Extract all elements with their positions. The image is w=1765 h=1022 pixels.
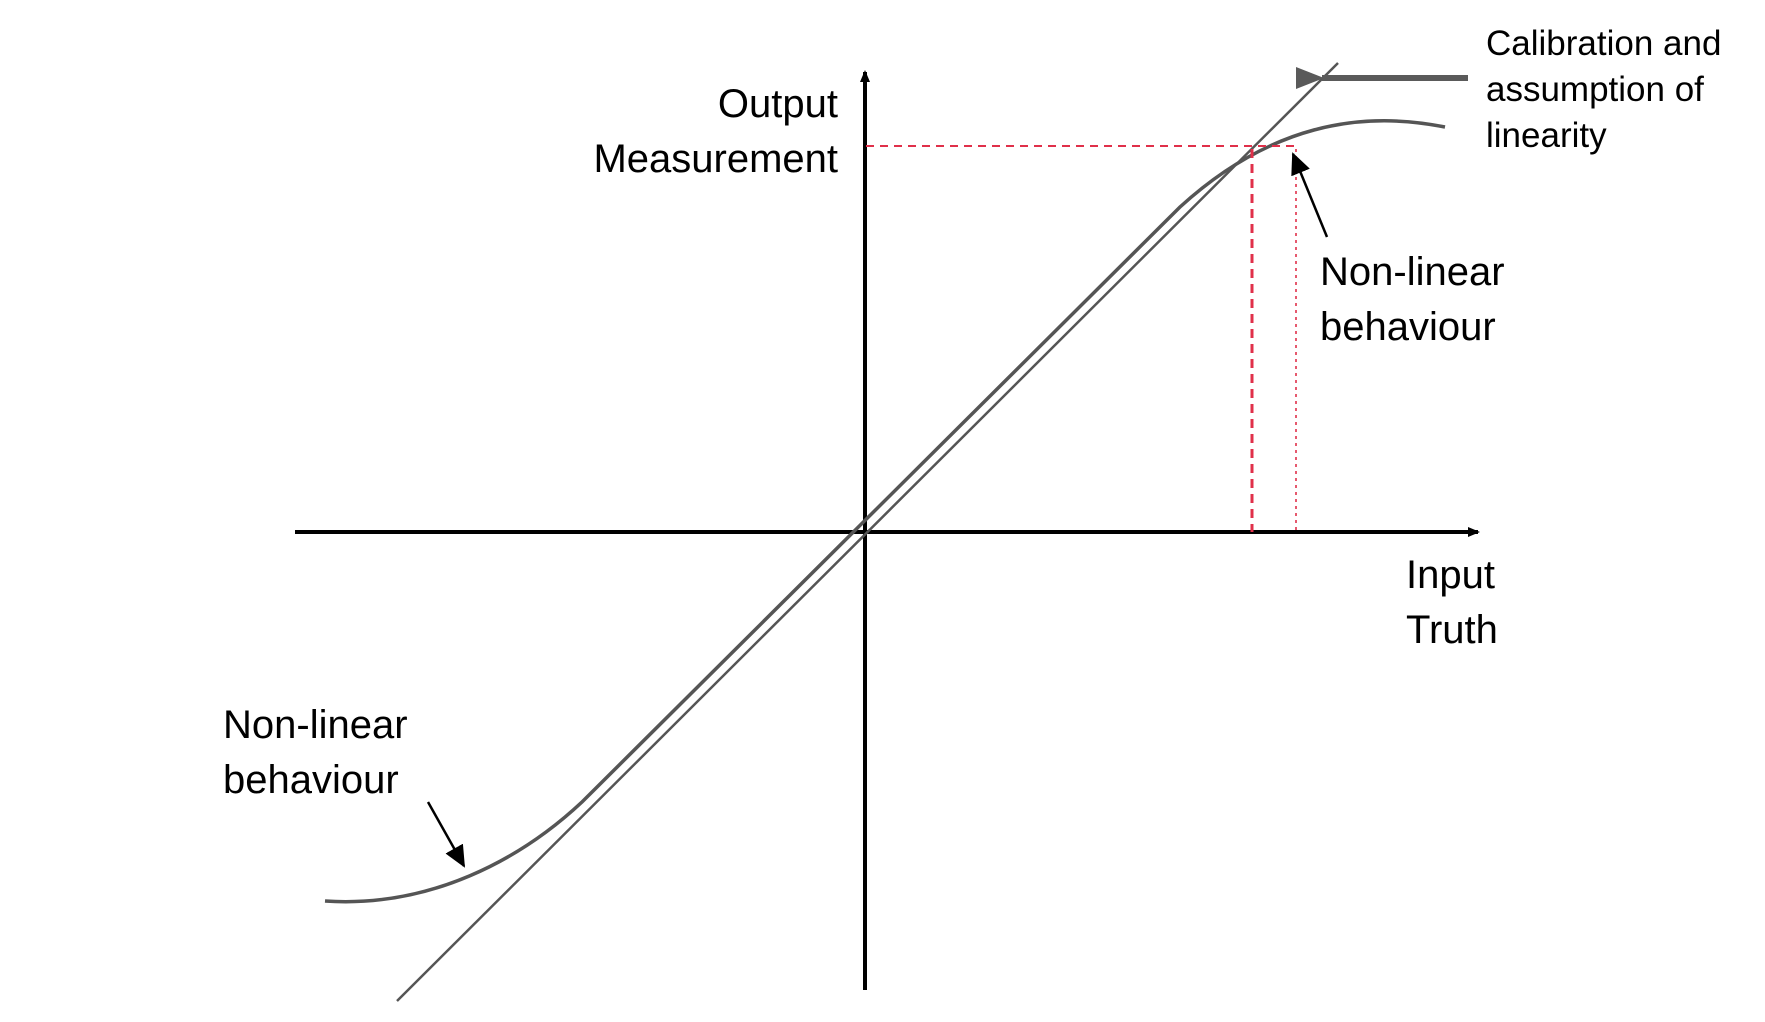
x-axis-label-line2: Truth (1406, 608, 1498, 652)
nonlinear-lower-annotation: Non-linear behaviour (223, 703, 408, 802)
response-curve (324, 119, 1446, 904)
x-axis-label: Input Truth (1406, 553, 1498, 652)
nonlinear-upper-label-line1: Non-linear (1320, 250, 1505, 294)
calibration-label-line3: linearity (1486, 116, 1607, 155)
y-axis-label-line2: Measurement (593, 137, 838, 181)
nonlinear-upper-annotation: Non-linear behaviour (1320, 250, 1505, 349)
nonlinear-lower-arrow (426, 801, 466, 868)
y-axis-label: Output Measurement (593, 82, 838, 181)
calibration-line (396, 62, 1339, 1002)
y-axis-label-line1: Output (718, 82, 838, 126)
nonlinear-lower-label-line1: Non-linear (223, 703, 408, 747)
calibration-label-line1: Calibration and (1486, 24, 1721, 63)
nonlinear-lower-label-line2: behaviour (223, 758, 399, 802)
x-axis-label-line1: Input (1406, 553, 1495, 597)
nonlinear-upper-label-line2: behaviour (1320, 305, 1496, 349)
nonlinear-upper-arrow (1291, 152, 1329, 238)
calibration-label-line2: assumption of (1486, 70, 1704, 109)
calibration-annotation: Calibration and assumption of linearity (1486, 24, 1721, 155)
